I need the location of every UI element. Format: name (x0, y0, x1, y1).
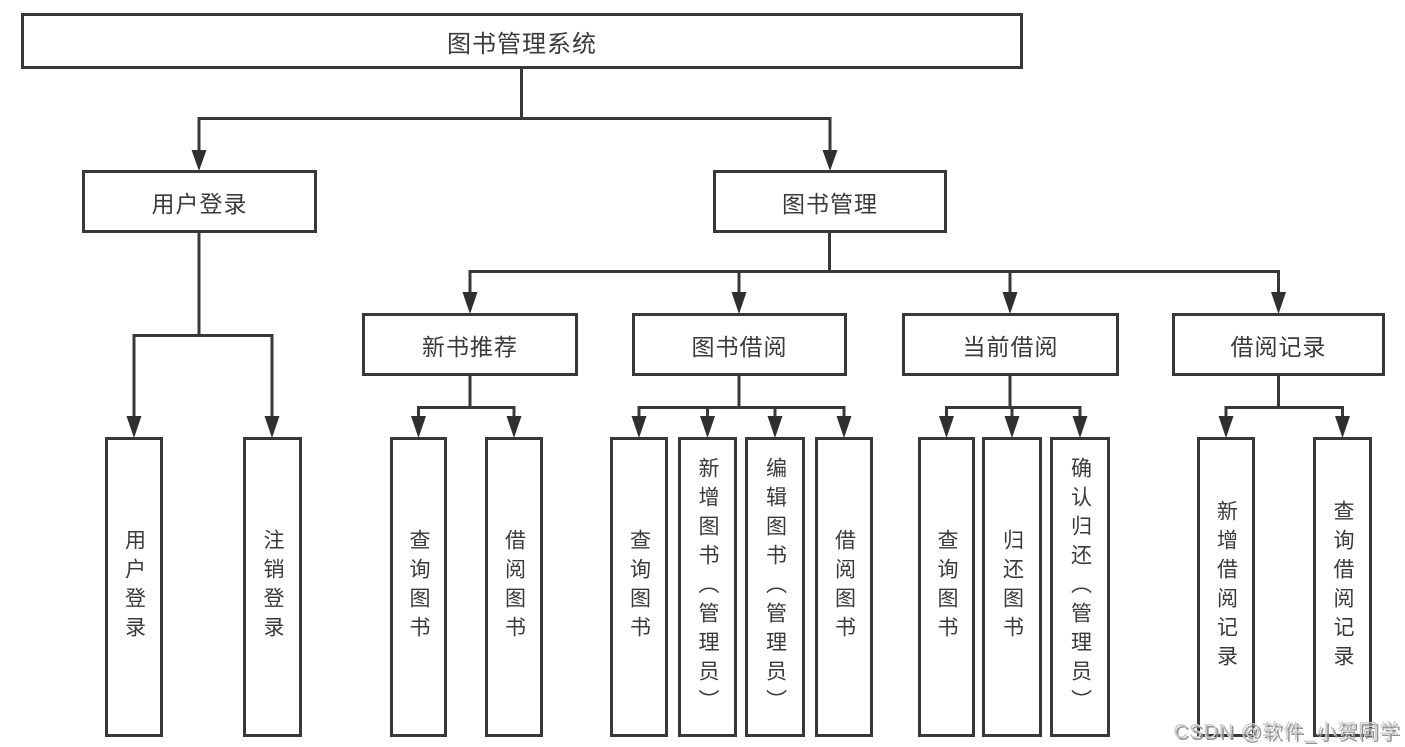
node-book-management: 图书管理 (713, 170, 947, 233)
leaf-borrow-books: 借阅图书 (815, 437, 873, 737)
node-library-management-system: 图书管理系统 (21, 13, 1023, 69)
leaf-confirm-return-admin: 确认归还（管理员） (1050, 437, 1110, 737)
csdn-watermark: CSDN @软件_小贺同学 (1173, 721, 1400, 743)
leaf-query-borrow-record: 查询借阅记录 (1313, 437, 1372, 737)
leaf-user-login: 用户登录 (105, 437, 163, 737)
leaf-add-borrow-record: 新增借阅记录 (1197, 437, 1255, 737)
node-borrowing-records: 借阅记录 (1172, 313, 1385, 376)
leaf-query-books-borrowing: 查询图书 (610, 437, 668, 737)
leaf-query-books-recommend: 查询图书 (390, 437, 447, 737)
leaf-query-books-current: 查询图书 (918, 437, 975, 737)
leaf-borrow-books-recommend: 借阅图书 (485, 437, 543, 737)
node-new-book-recommendation: 新书推荐 (362, 313, 578, 376)
leaf-logout-login: 注销登录 (243, 437, 302, 737)
node-current-borrowing: 当前借阅 (902, 313, 1119, 376)
leaf-add-books-admin: 新增图书（管理员） (678, 437, 737, 737)
leaf-edit-books-admin: 编辑图书（管理员） (745, 437, 805, 737)
node-book-borrowing: 图书借阅 (632, 313, 847, 376)
leaf-return-books: 归还图书 (982, 437, 1042, 737)
node-user-login: 用户登录 (82, 170, 317, 233)
